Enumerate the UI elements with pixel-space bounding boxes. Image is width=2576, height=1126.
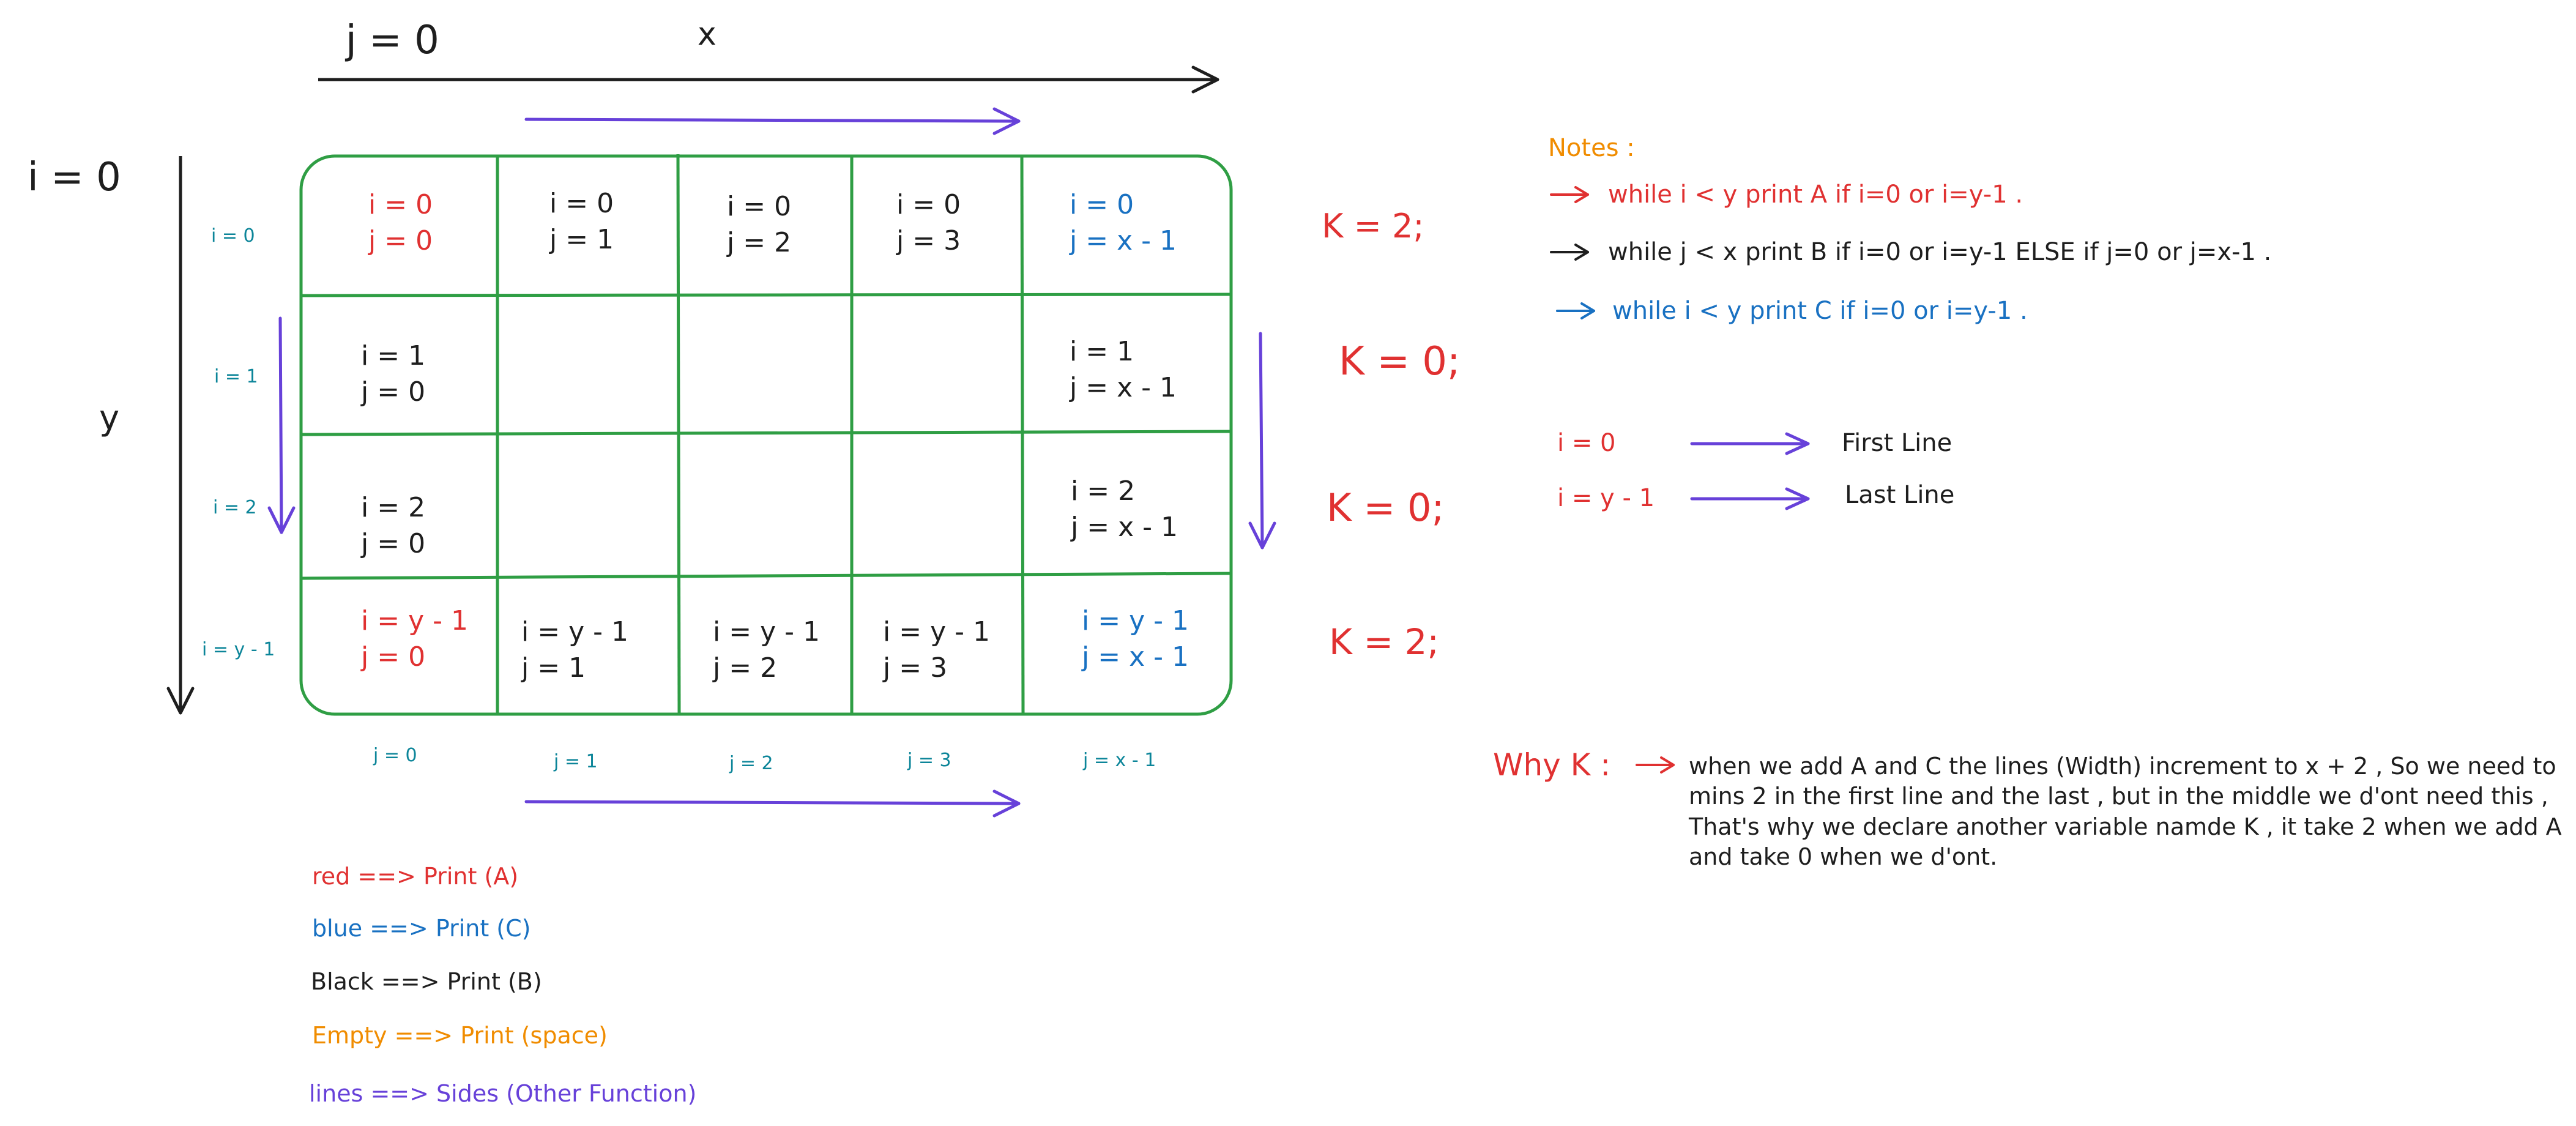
legend-blue: blue ==> Print (C) xyxy=(312,915,531,942)
y-axis-label: y xyxy=(99,398,120,438)
note-line-c: while i < y print C if i=0 or i=y-1 . xyxy=(1612,297,2028,325)
cell-i: i = 1 xyxy=(361,340,426,371)
why-k-title: Why K : xyxy=(1493,747,1611,783)
grid-cell: i = 2 j = x - 1 xyxy=(1071,473,1178,546)
last-line-arrow xyxy=(1690,487,1810,510)
last-line-condition: i = y - 1 xyxy=(1557,484,1655,512)
notes-title: Notes : xyxy=(1548,134,1635,162)
why-k-explanation: when we add A and C the lines (Width) in… xyxy=(1689,753,2562,871)
cell-i: i = 0 xyxy=(896,189,961,220)
grid-cell: i = 2 j = 0 xyxy=(361,490,425,562)
cell-j: j = 3 xyxy=(896,225,961,257)
grid-cell: i = 1 j = x - 1 xyxy=(1070,334,1177,406)
note-arrow-black xyxy=(1550,244,1589,261)
grid-cell: i = y - 1 j = 3 xyxy=(883,614,990,687)
cell-i: i = 0 xyxy=(549,188,614,219)
cell-i: i = 2 xyxy=(361,492,426,523)
cell-j: j = 1 xyxy=(549,224,614,256)
first-line-arrow xyxy=(1690,432,1810,455)
cell-j: j = 0 xyxy=(361,376,426,408)
grid-row-line xyxy=(300,293,1232,297)
first-line-condition: i = 0 xyxy=(1557,429,1616,457)
cell-j: j = 2 xyxy=(727,227,792,259)
row-label: i = y - 1 xyxy=(202,639,275,660)
cell-j: j = 3 xyxy=(883,652,948,684)
j-start-label: j = 0 xyxy=(346,18,439,63)
cell-i: i = y - 1 xyxy=(713,616,820,647)
grid-col-line xyxy=(1020,155,1025,715)
grid-row-line xyxy=(300,572,1232,580)
y-axis-arrow xyxy=(166,156,195,715)
cell-j: j = 0 xyxy=(361,528,426,560)
i-start-label: i = 0 xyxy=(28,155,121,200)
last-line-label: Last Line xyxy=(1845,481,1955,509)
legend-empty: Empty ==> Print (space) xyxy=(312,1022,608,1049)
cell-j: j = 1 xyxy=(521,652,586,684)
cell-i: i = y - 1 xyxy=(883,616,990,647)
row-label: i = 1 xyxy=(214,366,258,387)
cell-i: i = 0 xyxy=(1070,189,1134,220)
cell-j: j = x - 1 xyxy=(1070,225,1177,257)
grid-cell: i = 0 j = 2 xyxy=(727,188,791,261)
grid-cell: i = 0 j = 3 xyxy=(896,187,961,259)
grid-cell: i = 0 j = 0 xyxy=(368,187,433,259)
cell-j: j = 2 xyxy=(713,652,778,684)
note-arrow-blue xyxy=(1556,302,1595,319)
k-label: K = 2; xyxy=(1329,621,1439,663)
bottom-side-arrow xyxy=(524,789,1021,818)
cell-j: j = 0 xyxy=(368,225,433,257)
col-label: j = 0 xyxy=(373,745,417,766)
grid-cell: i = y - 1 j = 2 xyxy=(713,614,820,687)
top-side-arrow xyxy=(524,107,1021,135)
legend-red: red ==> Print (A) xyxy=(312,863,519,890)
grid-cell: i = y - 1 j = x - 1 xyxy=(1082,603,1189,676)
note-line-b: while j < x print B if i=0 or i=y-1 ELSE… xyxy=(1608,238,2272,266)
grid-cell: i = 1 j = 0 xyxy=(361,338,425,411)
row-label: i = 0 xyxy=(211,225,255,247)
grid-col-line xyxy=(676,154,681,715)
grid-cell: i = 0 j = x - 1 xyxy=(1070,187,1177,259)
cell-i: i = 0 xyxy=(727,191,792,222)
grid-outer-border xyxy=(299,154,1233,716)
grid-row-line xyxy=(300,430,1232,436)
k-label: K = 0; xyxy=(1339,339,1461,384)
k-label: K = 2; xyxy=(1322,207,1424,245)
left-side-arrow xyxy=(267,316,296,534)
row-label: i = 2 xyxy=(213,497,257,518)
cell-i: i = y - 1 xyxy=(1082,605,1189,636)
note-arrow-red xyxy=(1550,186,1589,203)
grid-cell: i = y - 1 j = 1 xyxy=(521,614,628,687)
cell-j: j = x - 1 xyxy=(1082,641,1189,673)
x-axis-label: x xyxy=(698,16,717,53)
legend-lines: lines ==> Sides (Other Function) xyxy=(309,1080,697,1107)
cell-i: i = 0 xyxy=(368,189,433,220)
cell-j: j = 0 xyxy=(361,641,426,673)
why-k-arrow xyxy=(1636,756,1675,774)
col-label: j = 1 xyxy=(554,751,598,772)
cell-i: i = y - 1 xyxy=(361,605,468,636)
k-label: K = 0; xyxy=(1327,485,1445,530)
cell-j: j = x - 1 xyxy=(1070,372,1177,404)
col-label: j = x - 1 xyxy=(1083,750,1156,771)
grid-cell: i = 0 j = 1 xyxy=(549,185,614,258)
right-side-arrow xyxy=(1248,332,1276,550)
grid xyxy=(299,154,1233,716)
cell-i: i = 2 xyxy=(1071,475,1136,507)
grid-cell: i = y - 1 j = 0 xyxy=(361,603,468,676)
col-label: j = 3 xyxy=(907,750,951,771)
cell-j: j = x - 1 xyxy=(1071,512,1178,543)
legend-black: Black ==> Print (B) xyxy=(311,968,542,995)
note-line-a: while i < y print A if i=0 or i=y-1 . xyxy=(1608,181,2023,209)
x-axis-arrow xyxy=(318,65,1219,94)
cell-i: i = 1 xyxy=(1070,336,1134,367)
col-label: j = 2 xyxy=(729,753,773,774)
first-line-label: First Line xyxy=(1842,429,1952,457)
cell-i: i = y - 1 xyxy=(521,616,628,647)
